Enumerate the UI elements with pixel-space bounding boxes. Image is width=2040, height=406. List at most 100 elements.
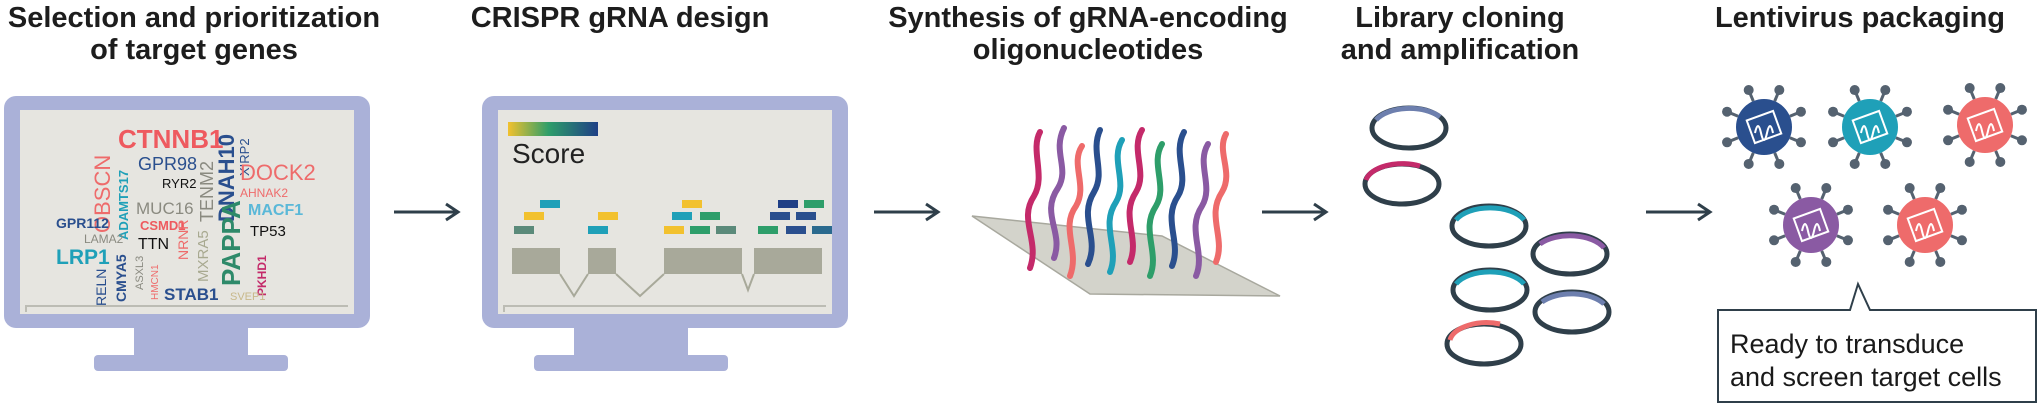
virus-spike-tip [1880, 158, 1891, 169]
virus-spike-tip [1956, 204, 1967, 215]
virus-capsid [1966, 107, 2004, 143]
gene-word: HMCN1 [150, 264, 161, 300]
virus-rna [1801, 223, 1821, 239]
arrow-1 [394, 202, 461, 222]
virus-spike-tip [1774, 85, 1785, 96]
virus-spike-tip [1769, 204, 1780, 215]
virus-spike-tip [1828, 106, 1839, 117]
monitor-1-screen [20, 110, 354, 314]
monitor-grna-design [482, 96, 848, 371]
gene-word: TP53 [250, 223, 286, 240]
virus-capsid [1745, 109, 1783, 145]
score-color-bar [508, 122, 598, 136]
virus-spike-tip [1956, 235, 1967, 246]
virus-spike-tip [1935, 256, 1946, 267]
virus-rna [1754, 125, 1774, 141]
plasmid [1362, 161, 1442, 207]
ready-callout [1717, 281, 2037, 403]
lentivirus-particles [1722, 83, 2027, 267]
synthesis-slide [971, 215, 1281, 297]
virus-spike-tip [1964, 156, 1975, 167]
grna-mark [540, 200, 560, 208]
virus-spike-tip [1943, 104, 1954, 115]
gene-word: NRNR [175, 219, 191, 260]
oligo-strand [1126, 127, 1145, 265]
grna-mark [786, 226, 806, 234]
grna-mark [682, 200, 702, 208]
gene-word: MXRA5 [195, 230, 212, 282]
virus-spike-tip [2016, 135, 2027, 146]
virus-spike-tip [1935, 183, 1946, 194]
virus-spike-tip [1743, 158, 1754, 169]
grna-mark [524, 212, 544, 220]
plasmid [1530, 231, 1610, 277]
grna-mark [690, 226, 710, 234]
grna-mark [812, 226, 832, 234]
plasmid-library [1362, 105, 1612, 367]
gene-word: ASXL3 [134, 255, 146, 290]
virus-spike-tip [1901, 137, 1912, 148]
virus-envelope [1842, 99, 1898, 155]
gene-word: STAB1 [164, 285, 219, 304]
gene-word: MACF1 [248, 202, 304, 219]
virus-spike-tip [1790, 183, 1801, 194]
virus-spike-tip [1722, 137, 1733, 148]
virus-rna [1860, 125, 1880, 141]
lentivirus-particle [1722, 85, 1806, 169]
plasmid [1449, 203, 1529, 249]
virus-rna [1915, 223, 1935, 239]
arrow-2 [874, 202, 941, 222]
monitor-gene-selection [4, 96, 370, 371]
virus-spike-tip [1849, 85, 1860, 96]
gene-word: MUC16 [136, 199, 194, 218]
virus-capsid [1906, 207, 1944, 243]
lentivirus-particle [1883, 183, 1967, 267]
grna-mark [716, 226, 736, 234]
virus-spike-tip [1904, 256, 1915, 267]
monitor-2-screen-axis [503, 305, 826, 312]
grna-mark [598, 212, 618, 220]
monitor-1-screen-axis [25, 305, 348, 312]
step-title-lentivirus: Lentivirus packaging [1690, 2, 2030, 34]
virus-spike-tip [1821, 256, 1832, 267]
step-title-lentivirus-line1: Lentivirus packaging [1714, 2, 2006, 34]
oligo-strand [1168, 129, 1187, 269]
grna-mark [664, 226, 684, 234]
oligo-strand [1048, 125, 1067, 261]
virus-spike-tip [1964, 83, 1975, 94]
callout-line1: Ready to transduce [1730, 329, 1965, 359]
lentivirus-particle [1943, 83, 2027, 167]
arrow-4 [1646, 202, 1713, 222]
grna-mark [700, 212, 720, 220]
virus-envelope [1957, 97, 2013, 153]
step-title-library-line2: and amplification [1340, 34, 1580, 66]
grna-mark [588, 226, 608, 234]
oligo-strand [1212, 131, 1230, 265]
oligo-array [971, 125, 1281, 297]
oligo-strand [1146, 141, 1165, 279]
oligo-strand [1066, 143, 1085, 279]
intron-line [615, 273, 665, 298]
grna-mark [672, 212, 692, 220]
virus-envelope [1736, 99, 1792, 155]
virus-spike-tip [1821, 183, 1832, 194]
grna-mark [770, 212, 790, 220]
gene-word: LRP1 [56, 246, 110, 269]
grna-mark [796, 212, 816, 220]
monitor-1-stand [94, 355, 288, 371]
gene-word: PKHD1 [255, 255, 269, 296]
plasmid [1450, 267, 1530, 313]
virus-spike-tip [1883, 204, 1894, 215]
virus-spike-tip [1842, 204, 1853, 215]
plasmid [1369, 105, 1449, 151]
grna-mark [514, 226, 534, 234]
gene-word: PAPPA [216, 200, 246, 286]
virus-spike-tip [1769, 235, 1780, 246]
step-title-grna-design-line1: CRISPR gRNA design [470, 2, 770, 34]
gene-word: AHNAK2 [240, 186, 289, 200]
virus-spike-tip [1849, 158, 1860, 169]
virus-spike-tip [1995, 83, 2006, 94]
grna-mark [804, 200, 824, 208]
oligo-strand [1192, 141, 1211, 279]
